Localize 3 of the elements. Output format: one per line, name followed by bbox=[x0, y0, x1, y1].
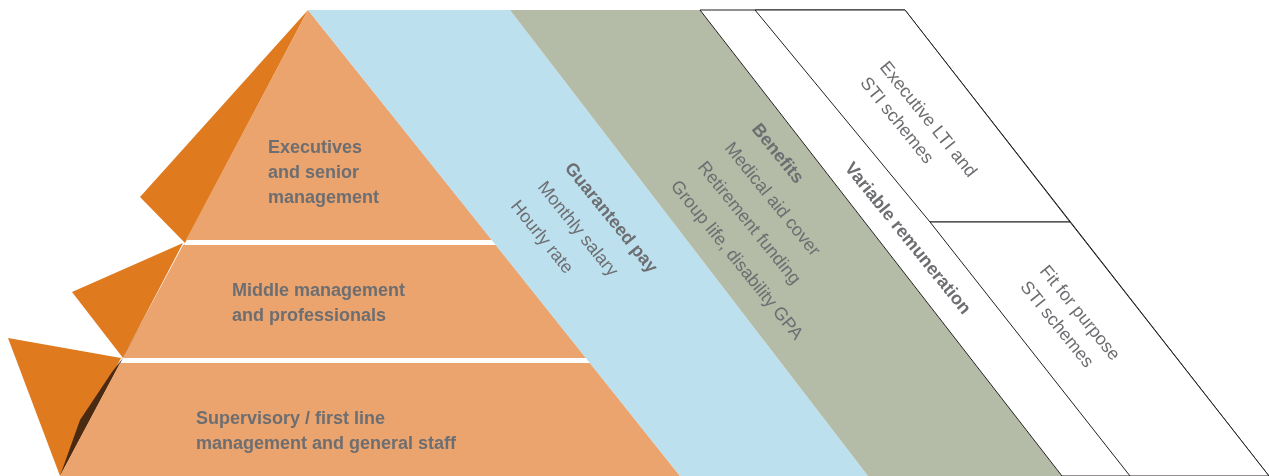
tier-label: Executives and senior management bbox=[268, 136, 381, 209]
tier-label: Middle management and professionals bbox=[232, 279, 407, 327]
tier-label: Supervisory / first line management and general staff bbox=[196, 407, 458, 455]
